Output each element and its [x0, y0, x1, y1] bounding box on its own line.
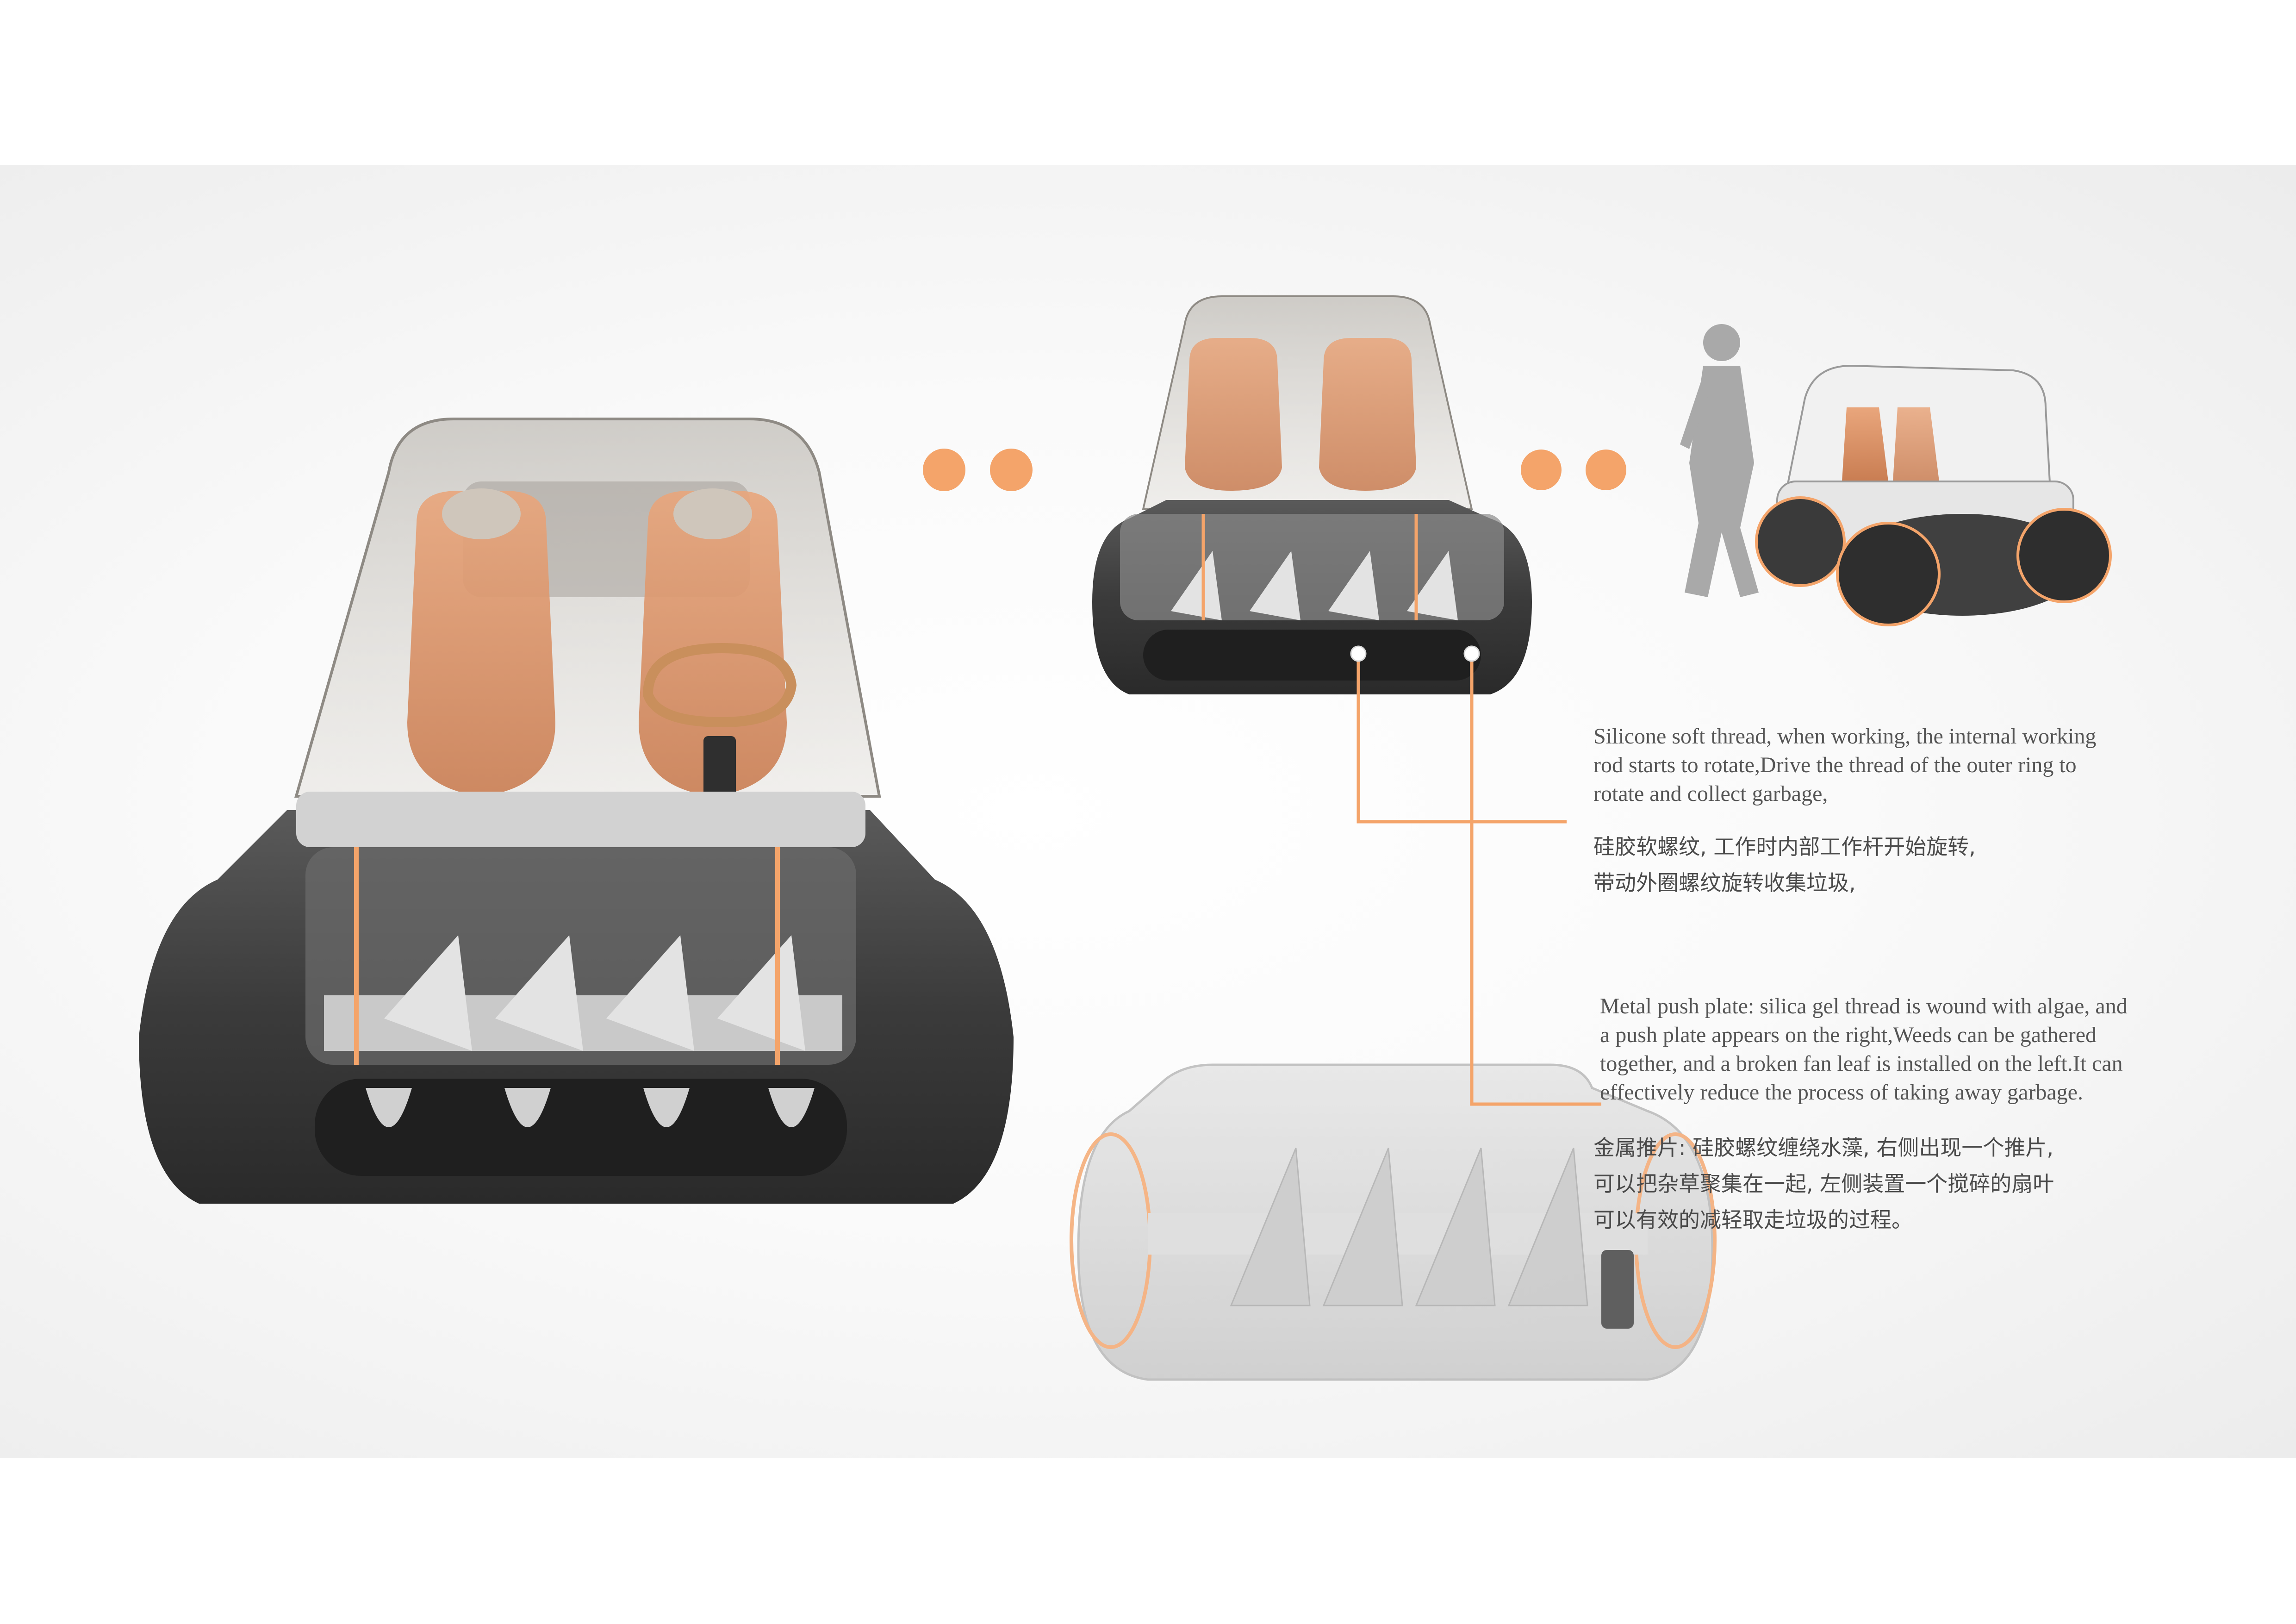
auger-blade	[1415, 1148, 1496, 1306]
middle-left-seat	[1185, 338, 1282, 491]
side-vehicle-seat	[1893, 407, 1939, 481]
side-vehicle-wheel	[1836, 522, 1941, 626]
auger-blade	[606, 935, 694, 1051]
auger-blade	[1230, 1148, 1311, 1306]
progress-dot	[1586, 450, 1626, 490]
side-vehicle-wheel	[2016, 508, 2112, 603]
intake-blade	[643, 1088, 690, 1127]
callout-marker	[1350, 645, 1367, 662]
transparent-vehicle	[1070, 1063, 1717, 1381]
silicone-thread-description-en: Silicone soft thread, when working, the …	[1593, 724, 2097, 806]
auger-blade	[1328, 551, 1379, 620]
main-vehicle-bumper	[296, 792, 865, 847]
progress-dots-icon	[923, 449, 1033, 491]
middle-right-seat	[1319, 338, 1416, 491]
push-plate-description-cn: 金属推片: 硅胶螺纹缠绕水藻, 右侧出现一个推片, 可以把杂草聚集在一起, 左侧…	[1593, 1135, 2054, 1232]
auger-blade	[717, 935, 805, 1051]
side-vehicle-wheel	[1755, 496, 1846, 587]
ghost-auger-blades	[1230, 1148, 1588, 1306]
main-vehicle-canopy	[294, 418, 881, 798]
main-vehicle	[139, 418, 1014, 1204]
auger-blade	[495, 935, 583, 1051]
auger-blade	[1250, 551, 1300, 620]
person-head	[1703, 324, 1740, 361]
side-vehicle-seat	[1842, 407, 1888, 481]
intake-blade	[366, 1088, 412, 1127]
middle-auger-blades	[1171, 551, 1458, 620]
steering-wheel	[642, 643, 797, 728]
auger-blade	[1407, 551, 1458, 620]
auger-blade	[1171, 551, 1222, 620]
progress-dots-icon	[1521, 450, 1626, 490]
progress-dot	[1521, 450, 1562, 490]
progress-dot	[923, 449, 965, 491]
callout-line-thread	[1356, 657, 1567, 824]
middle-intake	[1143, 630, 1481, 681]
middle-vehicle	[1092, 295, 1532, 694]
auger-blades	[384, 935, 805, 1051]
steering-column	[703, 736, 736, 796]
auger-blade	[384, 935, 472, 1051]
auger-blade	[1507, 1148, 1588, 1306]
silicone-thread-description-cn: 硅胶软螺纹, 工作时内部工作杆开始旋转, 带动外圈螺纹旋转收集垃圾,	[1593, 834, 1976, 895]
callout-line-plate	[1470, 657, 1601, 1106]
push-plate-description-en: Metal push plate: silica gel thread is w…	[1600, 994, 2128, 1105]
callout-markers	[1350, 645, 1480, 662]
person-figure-icon	[1680, 324, 1759, 597]
progress-dot	[990, 449, 1033, 491]
intake-blades	[366, 1088, 815, 1127]
right-headrest	[673, 488, 752, 539]
callout-lines	[1356, 657, 1601, 1106]
side-vehicle	[1755, 364, 2112, 626]
person-arm	[1680, 375, 1712, 449]
ghost-push-plate	[1601, 1250, 1634, 1329]
auger-blade	[1322, 1148, 1403, 1306]
left-headrest	[442, 488, 521, 539]
intake-blade	[504, 1088, 551, 1127]
intake-blade	[768, 1088, 815, 1127]
lower-intake	[315, 1079, 847, 1176]
left-seat	[407, 491, 555, 796]
callout-marker	[1463, 645, 1480, 662]
person-body	[1685, 366, 1759, 597]
